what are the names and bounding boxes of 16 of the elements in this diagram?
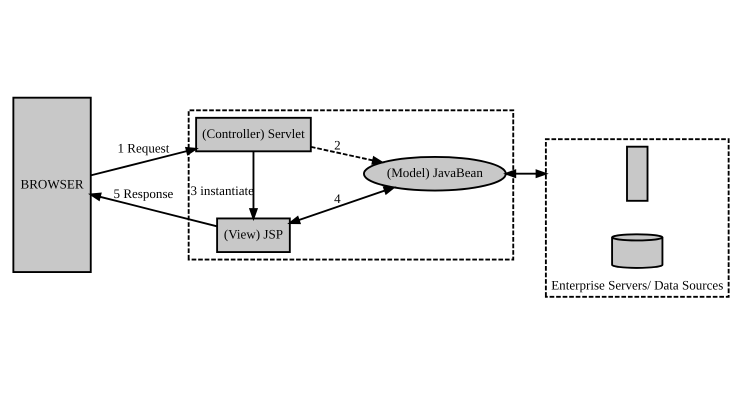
arrow bbox=[90, 146, 199, 176]
node-box: (View) JSP bbox=[216, 217, 291, 252]
arrow bbox=[310, 145, 385, 164]
edge-label: 5 Response bbox=[114, 186, 174, 201]
cluster: Enterprise Servers/ Data Sources bbox=[544, 138, 730, 298]
arrow bbox=[287, 186, 397, 224]
cluster bbox=[188, 108, 514, 260]
node-box bbox=[626, 145, 648, 202]
node-box: BROWSER bbox=[12, 96, 92, 273]
arrow bbox=[503, 168, 549, 178]
arrow bbox=[88, 192, 218, 227]
edge-label: 1 Request bbox=[118, 140, 170, 155]
arrow bbox=[248, 151, 258, 221]
edge-label: 4 bbox=[334, 190, 341, 206]
node-box: (Controller) Servlet bbox=[195, 116, 312, 152]
edge-label: 2 bbox=[334, 137, 341, 152]
